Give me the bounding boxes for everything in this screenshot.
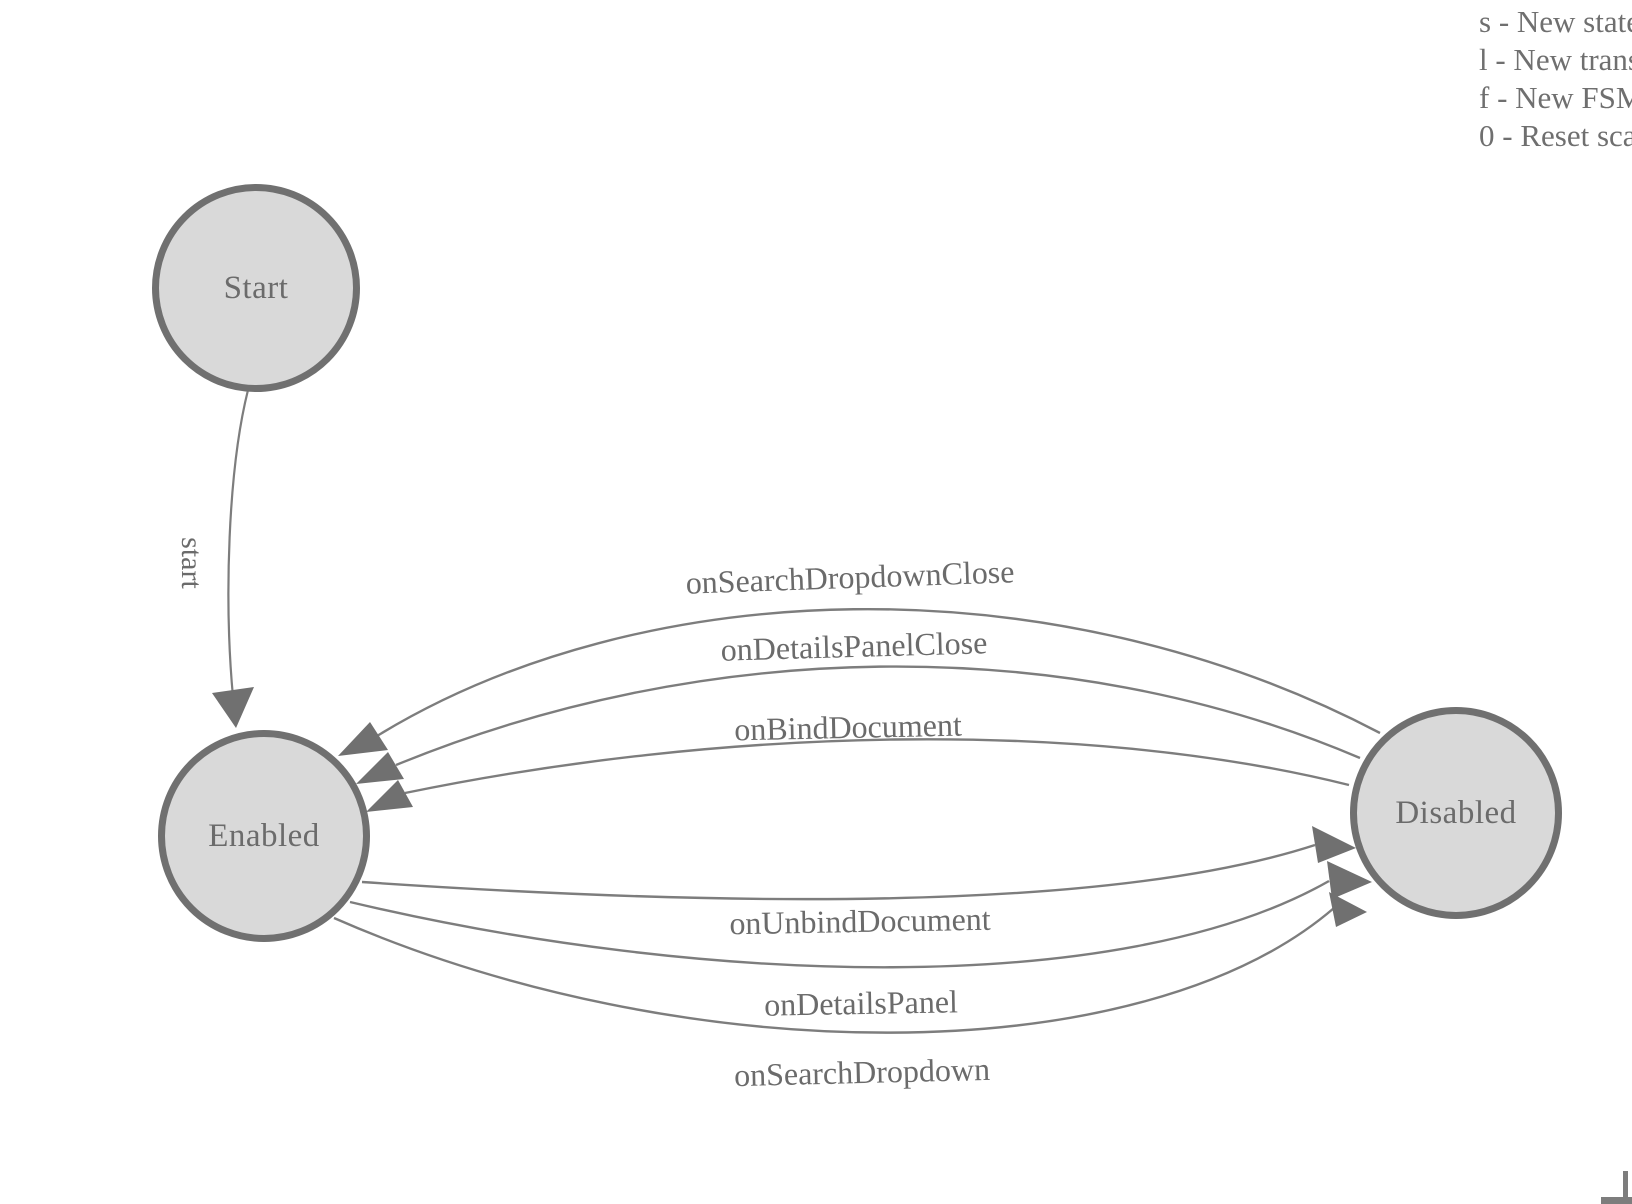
state-node-disabled[interactable]: Disabled [1350,707,1562,919]
state-label-enabled: Enabled [208,817,320,854]
edge-onBindDocument [404,738,1350,795]
arrowhead-into-enabled-1 [338,722,388,756]
edge-label-onUnbindDocument: onUnbindDocument [729,900,991,942]
arrowhead-into-enabled-3 [366,780,413,812]
arrowhead-start-to-enabled [212,687,254,728]
shortcut-legend: s - New state l - New transition f - New… [1479,3,1632,155]
state-label-disabled: Disabled [1395,794,1517,831]
state-node-enabled[interactable]: Enabled [158,730,370,942]
state-label-start: Start [223,269,289,306]
edge-label-onDetailsPanel: onDetailsPanel [763,983,959,1023]
edge-label-onSearchDropdown: onSearchDropdown [733,1050,991,1094]
canvas-corner-bracket-horizontal [1601,1197,1632,1204]
arrowhead-into-disabled-2 [1327,861,1372,899]
canvas-corner-bracket-vertical [1623,1171,1628,1204]
arrowhead-into-disabled-1 [1312,826,1356,863]
edge-onUnbindDocument [361,843,1316,901]
edge-onSearchDropdown [333,907,1335,1034]
legend-line-new-transition: l - New transition [1479,42,1632,77]
edge-start [227,389,250,698]
edge-label-onDetailsPanelClose: onDetailsPanelClose [720,624,988,668]
legend-line-new-fsm: f - New FSM [1479,80,1632,115]
arrowhead-into-enabled-2 [356,752,404,784]
legend-line-reset-scale: 0 - Reset scale [1479,118,1632,153]
edge-label-start: start [175,537,208,589]
edge-onDetailsPanel [349,879,1330,969]
legend-line-new-state: s - New state [1479,4,1632,39]
edge-onSearchDropdownClose [376,608,1381,738]
edge-label-onBindDocument: onBindDocument [733,706,963,748]
arrowhead-into-disabled-3 [1329,892,1367,927]
edge-onDetailsPanelClose [395,665,1361,767]
state-node-start[interactable]: Start [152,184,360,392]
